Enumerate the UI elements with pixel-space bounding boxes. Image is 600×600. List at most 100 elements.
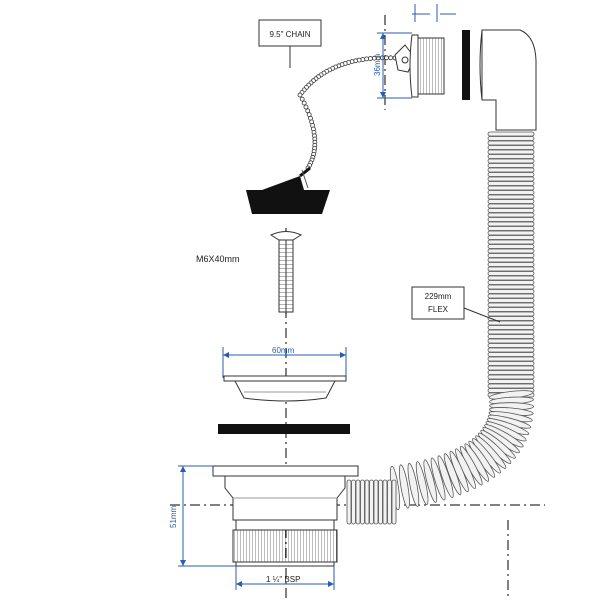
- hose-rib: [487, 293, 535, 299]
- flex-length-label: 229mm: [425, 292, 452, 301]
- hose-rib: [487, 320, 535, 326]
- flexible-hose: [346, 131, 535, 525]
- hose-rib: [487, 352, 535, 357]
- chain-bead: [305, 108, 311, 114]
- hose-rib: [487, 302, 535, 308]
- overflow-outlet: 36mm: [373, 4, 537, 131]
- hose-rib: [487, 271, 535, 276]
- screw-m6x40: M6X40mm: [196, 231, 303, 313]
- hose-rib: [487, 338, 535, 344]
- chain-bead: [388, 55, 394, 61]
- hose-rib: [487, 356, 535, 362]
- hose-rib: [487, 334, 535, 339]
- hose-rib: [487, 316, 535, 321]
- chain-bead: [303, 104, 309, 110]
- hose-rib: [487, 311, 535, 317]
- flange-width-dim: 60mm: [272, 346, 295, 355]
- hose-rib: [487, 374, 535, 380]
- hose-rib: [415, 461, 429, 505]
- hose-rib: [387, 479, 392, 525]
- hose-rib: [487, 217, 535, 222]
- hose-rib: [487, 280, 535, 285]
- hose-rib: [487, 172, 535, 177]
- hose-rib: [487, 262, 535, 267]
- overflow-height-dim: 36mm: [373, 53, 382, 76]
- hose-rib: [487, 257, 535, 263]
- hose-rib: [487, 275, 535, 281]
- bead-chain: [297, 55, 398, 171]
- hose-rib: [487, 239, 535, 245]
- chain-bead: [367, 56, 373, 61]
- hose-rib: [487, 289, 535, 294]
- thread-dim: 1 ¼" BSP: [266, 575, 300, 584]
- hose-rib: [355, 479, 361, 525]
- hose-rib: [487, 361, 535, 366]
- chain-bead: [297, 92, 303, 98]
- chain-label-text: 9.5" CHAIN: [269, 30, 310, 39]
- hose-rib: [487, 365, 535, 371]
- rubber-washer: [218, 424, 350, 434]
- hose-rib: [487, 203, 535, 209]
- grate-flange: 60mm: [222, 346, 347, 402]
- hose-rib: [487, 158, 535, 164]
- hose-rib: [487, 307, 535, 312]
- flex-label: 229mm FLEX: [411, 286, 501, 323]
- hose-rib: [351, 479, 356, 525]
- hose-rib: [487, 298, 535, 303]
- hose-rib: [487, 199, 535, 204]
- hose-rib: [346, 479, 352, 525]
- hose-rib: [487, 329, 535, 335]
- hose-rib: [487, 194, 535, 200]
- hose-rib: [437, 455, 454, 499]
- hose-rib: [487, 136, 535, 141]
- chain-bead: [364, 56, 370, 62]
- screw-label: M6X40mm: [196, 254, 240, 264]
- hose-rib: [487, 325, 535, 330]
- hose-rib: [487, 253, 535, 258]
- hose-rib: [443, 453, 462, 496]
- hose-rib: [487, 190, 535, 195]
- hose-rib: [373, 479, 379, 525]
- hose-rib: [487, 266, 535, 272]
- hose-rib: [487, 284, 535, 290]
- hose-rib: [487, 185, 535, 191]
- hose-rib: [369, 479, 374, 525]
- chain-bead: [299, 96, 305, 102]
- hose-rib: [487, 167, 535, 173]
- hose-rib: [382, 479, 388, 525]
- chain-label: 9.5" CHAIN: [258, 19, 322, 68]
- plug: [246, 166, 330, 214]
- chain-bead: [384, 55, 389, 61]
- hose-rib: [487, 343, 535, 348]
- hose-rib: [487, 383, 535, 389]
- hose-rib: [487, 235, 535, 240]
- hose-rib: [378, 479, 383, 525]
- hose-rib: [487, 140, 535, 146]
- hose-rib: [487, 154, 535, 159]
- hose-rib: [487, 226, 535, 231]
- hose-rib: [487, 230, 535, 236]
- flex-word-label: FLEX: [428, 305, 449, 314]
- hose-rib: [487, 248, 535, 254]
- hose-rib: [487, 244, 535, 249]
- hose-rib: [487, 347, 535, 353]
- hose-rib: [487, 208, 535, 213]
- hose-rib: [487, 131, 535, 137]
- hose-rib: [360, 479, 365, 525]
- hose-rib: [487, 379, 535, 384]
- hose-rib: [487, 176, 535, 182]
- hose-rib: [487, 163, 535, 168]
- hose-rib: [407, 462, 420, 507]
- waste-body: [212, 465, 359, 567]
- hose-rib: [487, 370, 535, 375]
- hose-rib: [364, 479, 370, 525]
- hose-rib: [487, 181, 535, 186]
- hose-rib: [487, 212, 535, 218]
- hose-rib: [487, 149, 535, 155]
- hose-rib: [391, 479, 397, 525]
- hose-rib: [487, 145, 535, 150]
- hose-rib: [423, 459, 438, 503]
- body-height-dimension: 51mm: [169, 465, 236, 567]
- hose-rib: [398, 464, 410, 509]
